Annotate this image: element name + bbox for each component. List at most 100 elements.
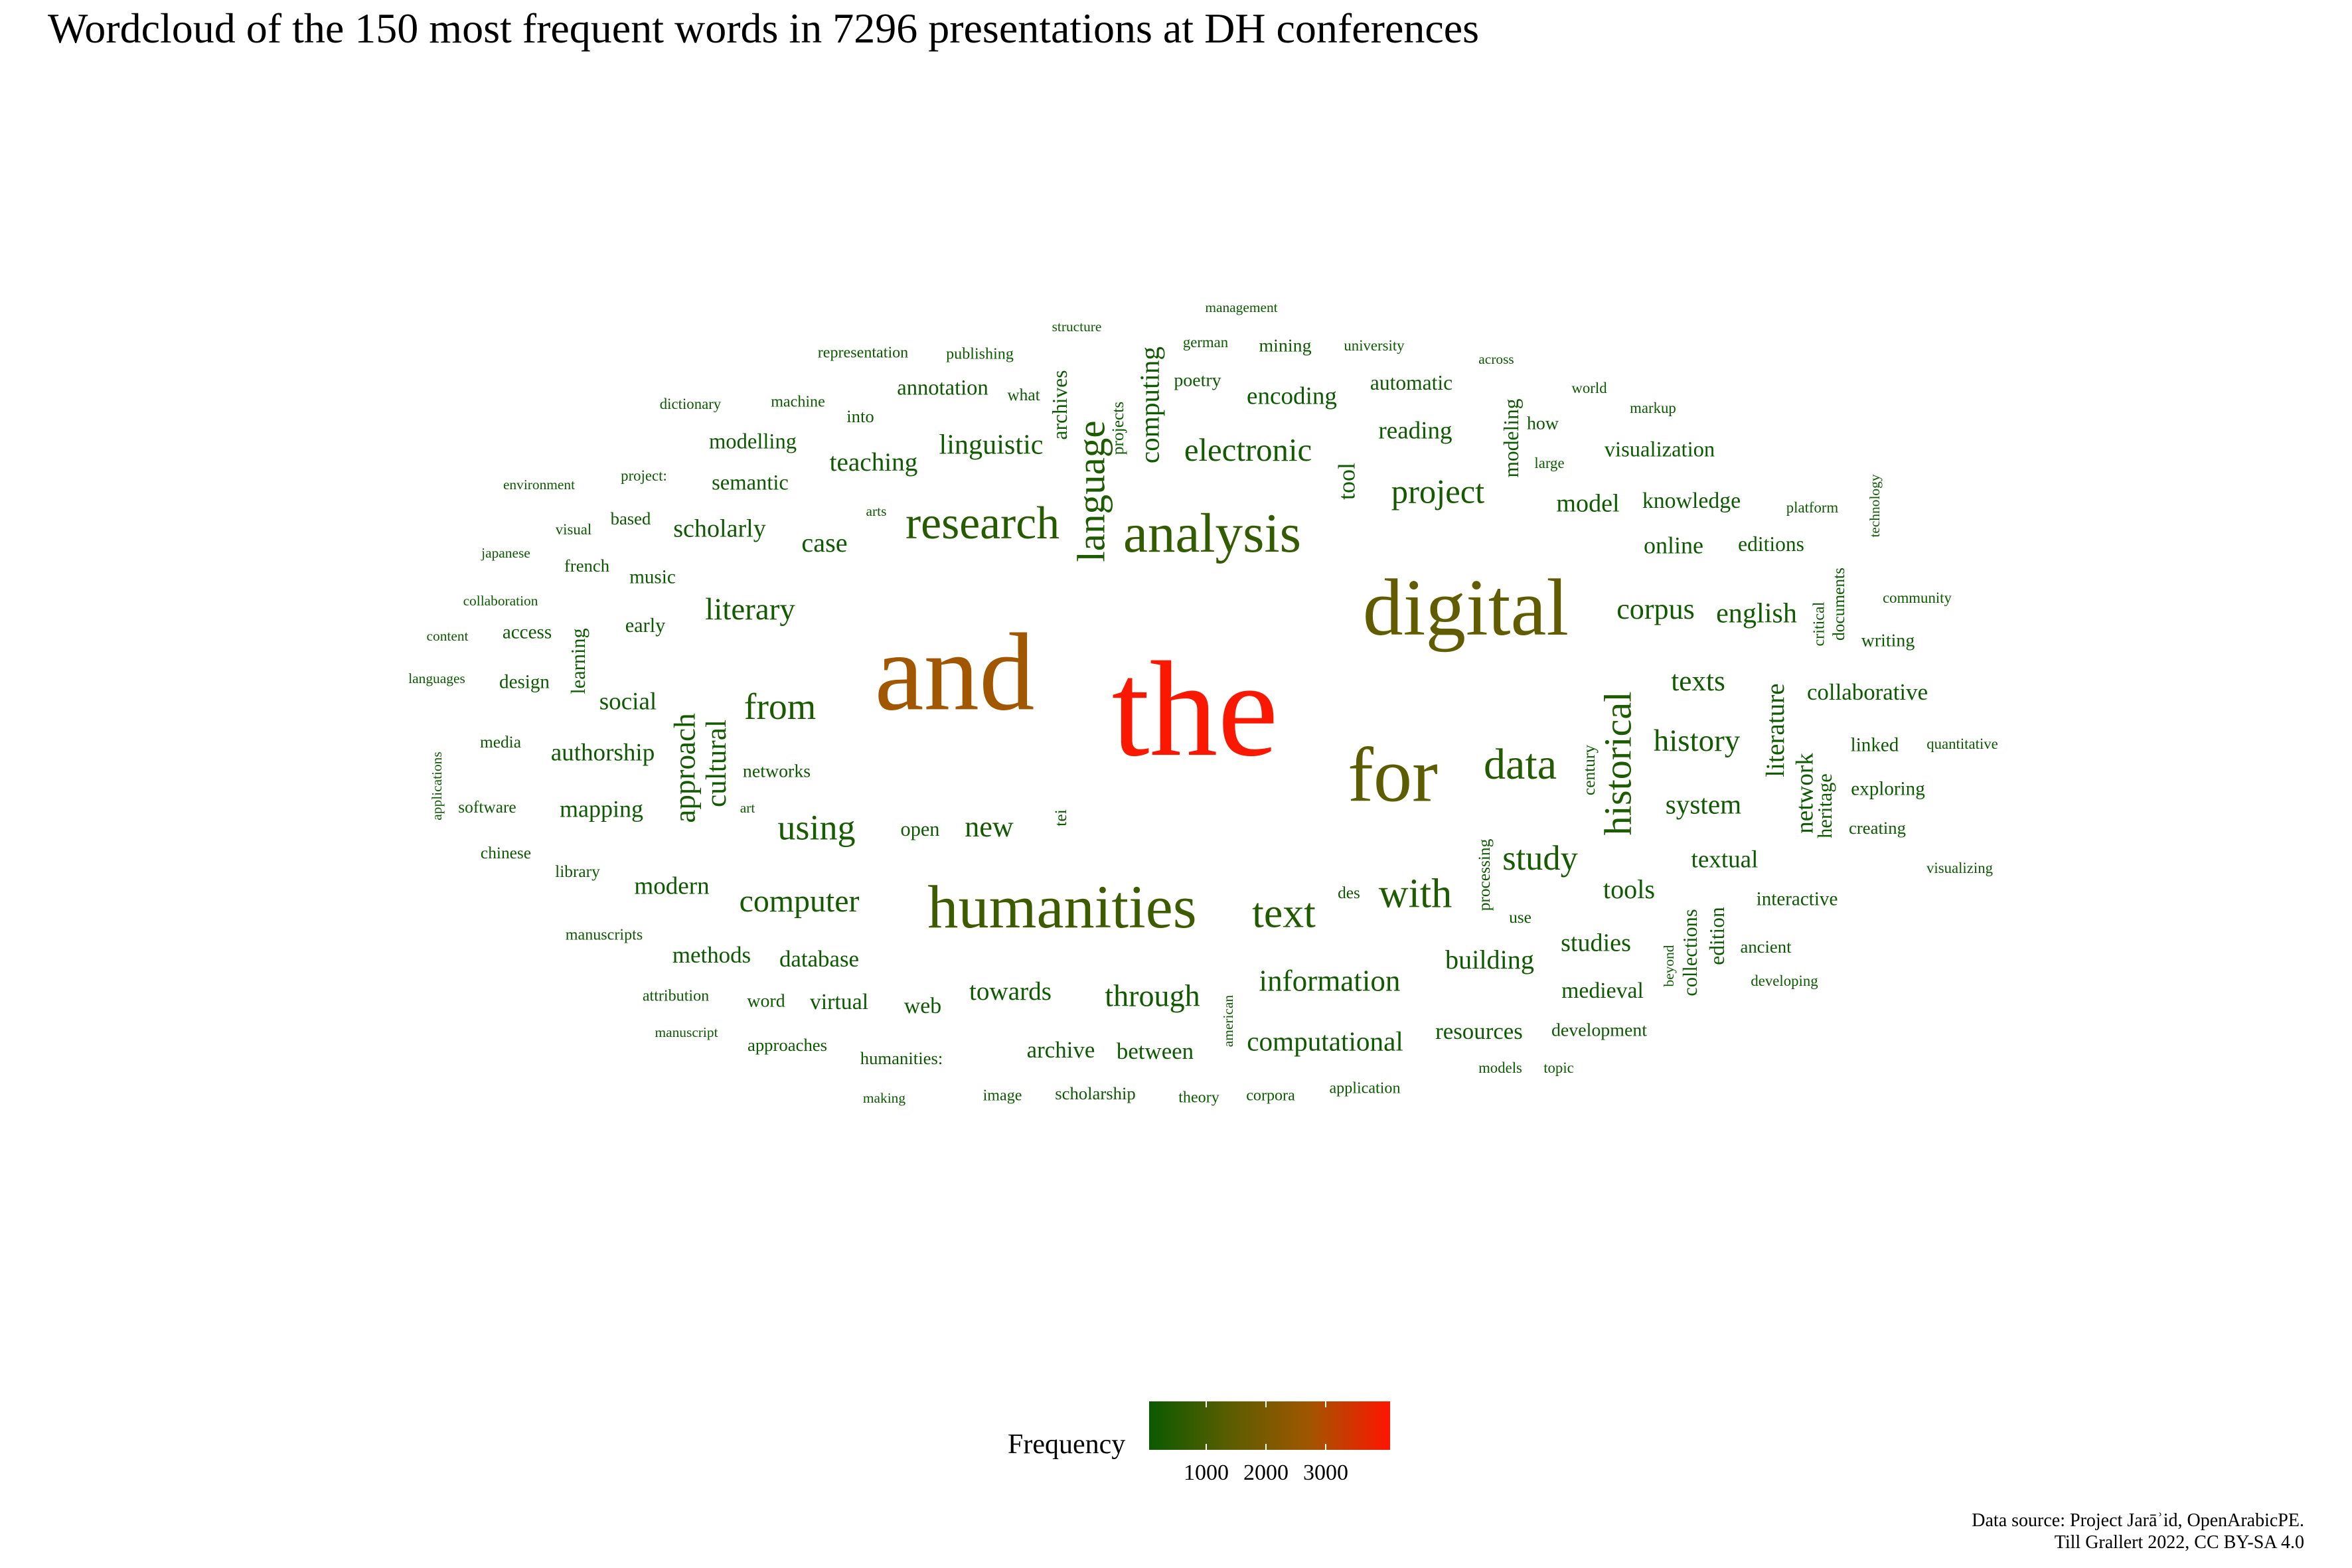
word-44: reading (1378, 418, 1452, 445)
word-26: texts (1671, 666, 1725, 697)
word-61: visualization (1605, 437, 1715, 461)
word-41: network (1792, 753, 1819, 834)
word-23: new (965, 811, 1014, 843)
word-125: large (1534, 455, 1564, 471)
word-75: design (499, 672, 550, 693)
word-32: tools (1603, 874, 1655, 904)
word-63: modelling (709, 430, 797, 453)
word-111: application (1329, 1080, 1400, 1097)
word-93: scholarship (1055, 1083, 1136, 1103)
word-22: information (1259, 964, 1401, 997)
word-122: german (1183, 334, 1229, 351)
word-130: developing (1751, 973, 1818, 989)
word-28: english (1716, 598, 1797, 629)
word-144: management (1205, 299, 1277, 315)
word-129: visualizing (1926, 860, 1993, 876)
legend-tick-mark (1206, 1401, 1207, 1450)
credit-author: Till Grallert 2022, CC BY-SA 4.0 (2054, 1532, 2304, 1553)
word-54: methods (672, 942, 751, 968)
word-59: medieval (1561, 979, 1644, 1003)
word-39: model (1556, 490, 1619, 518)
word-49: online (1644, 532, 1703, 558)
word-46: authorship (551, 740, 655, 767)
word-18: literary (705, 592, 795, 627)
word-109: manuscripts (566, 927, 643, 944)
word-31: system (1666, 789, 1741, 819)
legend-title: Frequency (1008, 1429, 1126, 1460)
word-136: japanese (481, 545, 530, 561)
word-103: library (555, 862, 600, 881)
word-62: semantic (712, 471, 789, 495)
word-83: how (1527, 413, 1559, 433)
word-98: des (1338, 884, 1360, 902)
word-42: textual (1691, 846, 1759, 874)
legend-tick-label: 3000 (1303, 1460, 1348, 1485)
word-5: analysis (1123, 503, 1301, 564)
word-14: study (1502, 839, 1578, 878)
word-92: humanities: (860, 1048, 943, 1068)
legend-tick-mark (1265, 1401, 1267, 1450)
legend-tick-mark (1325, 1401, 1326, 1450)
word-55: archive (1027, 1037, 1095, 1063)
word-27: linguistic (939, 430, 1043, 461)
word-82: development (1551, 1020, 1647, 1040)
word-81: word (747, 990, 785, 1011)
word-71: heritage (1814, 773, 1836, 838)
word-120: visual (556, 521, 591, 538)
word-16: electronic (1184, 432, 1312, 468)
word-21: approach (668, 713, 701, 823)
word-6: research (905, 498, 1059, 549)
credit: Data source: Project Jarāʾid, OpenArabic… (1972, 1510, 2304, 1553)
word-11: historical (1596, 692, 1639, 836)
word-104: software (458, 798, 516, 817)
word-24: corpus (1616, 593, 1695, 625)
word-9: with (1379, 871, 1452, 916)
word-30: computational (1247, 1026, 1403, 1056)
word-128: quantitative (1926, 736, 1998, 752)
word-51: collaborative (1807, 679, 1928, 705)
word-79: linked (1851, 735, 1899, 756)
word-74: learning (567, 628, 589, 694)
word-119: project: (621, 467, 667, 484)
word-33: building (1445, 945, 1534, 975)
word-38: studies (1561, 929, 1631, 957)
word-50: mapping (560, 795, 643, 822)
word-114: image (983, 1087, 1022, 1105)
word-56: between (1117, 1038, 1194, 1064)
word-94: approaches (747, 1035, 827, 1055)
word-2: digital (1363, 564, 1569, 653)
legend-colorbar (1149, 1401, 1390, 1450)
word-127: community (1883, 589, 1952, 606)
word-34: case (801, 528, 847, 558)
word-84: poetry (1174, 370, 1221, 390)
word-17: computer (740, 884, 860, 919)
credit-source: Data source: Project Jarāʾid, OpenArabic… (1972, 1510, 2304, 1531)
word-106: media (480, 733, 521, 751)
word-53: database (779, 946, 859, 972)
word-113: theory (1178, 1089, 1219, 1107)
word-60: knowledge (1642, 489, 1741, 513)
word-116: representation (818, 345, 908, 362)
word-145: across (1478, 351, 1514, 367)
word-35: literature (1761, 683, 1790, 777)
word-110: attribution (643, 988, 709, 1005)
word-86: writing (1861, 630, 1915, 651)
word-138: content (427, 628, 469, 644)
word-140: applications (429, 751, 445, 820)
word-123: world (1571, 380, 1607, 396)
word-117: machine (771, 394, 825, 411)
word-10: language (1069, 420, 1113, 562)
word-13: using (777, 807, 855, 847)
page-title: Wordcloud of the 150 most frequent words… (48, 5, 1480, 52)
word-67: modeling (1500, 398, 1523, 477)
word-3: for (1348, 733, 1438, 819)
word-7: data (1484, 740, 1557, 789)
word-89: based (611, 509, 651, 528)
word-73: open (901, 818, 940, 840)
word-87: networks (743, 761, 811, 781)
word-8: text (1252, 890, 1316, 937)
word-102: processing (1475, 838, 1494, 911)
word-37: teaching (830, 448, 918, 477)
word-25: cultural (701, 720, 732, 807)
